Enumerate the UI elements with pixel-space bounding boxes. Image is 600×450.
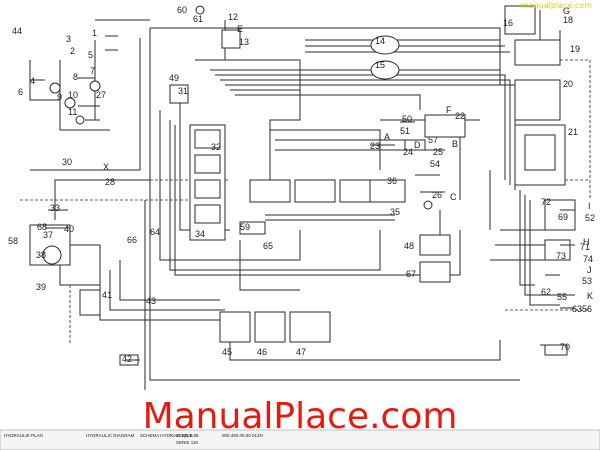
label-lF: F bbox=[446, 105, 452, 115]
title-block: HYDRAULIK PLAN HYDRAULIC DIAGRAM SCHEMA … bbox=[0, 429, 600, 450]
label-n33: 33 bbox=[50, 203, 60, 213]
title-block-line-6: 000.480.00.00.012N bbox=[222, 433, 263, 438]
label-n24: 24 bbox=[403, 147, 413, 157]
label-n45: 45 bbox=[222, 347, 232, 357]
label-n65: 65 bbox=[263, 241, 273, 251]
part-number-labels: 1 2 3 4 5 6 7 8 9 10 11 12 13 14 15 16 1… bbox=[8, 5, 595, 364]
label-lX: X bbox=[103, 162, 109, 172]
label-n10: 10 bbox=[68, 90, 78, 100]
label-n55: 55 bbox=[557, 292, 567, 302]
label-n28: 28 bbox=[105, 177, 115, 187]
label-n59: 59 bbox=[240, 222, 250, 232]
label-n38: 38 bbox=[36, 250, 46, 260]
label-n37: 37 bbox=[43, 230, 53, 240]
label-n73: 73 bbox=[556, 251, 566, 261]
label-n54: 54 bbox=[430, 159, 440, 169]
label-lC: C bbox=[450, 192, 457, 202]
label-n52: 52 bbox=[585, 213, 595, 223]
label-n6: 6 bbox=[18, 87, 23, 97]
label-n58: 58 bbox=[8, 236, 18, 246]
label-n9: 9 bbox=[57, 92, 62, 102]
label-n61: 61 bbox=[193, 14, 203, 24]
label-n22: 22 bbox=[455, 111, 465, 121]
label-n15: 15 bbox=[375, 60, 385, 70]
title-block-line-2: HYDRAULIC DIAGRAM bbox=[86, 433, 135, 438]
watermark-top: manualplace.com bbox=[520, 1, 592, 10]
label-n41: 41 bbox=[102, 290, 112, 300]
label-n8: 8 bbox=[73, 72, 78, 82]
label-n11: 11 bbox=[68, 107, 77, 117]
label-n50: 50 bbox=[402, 114, 412, 124]
label-n44: 44 bbox=[12, 26, 22, 36]
label-n56: 56 bbox=[582, 304, 592, 314]
label-lK: K bbox=[587, 291, 593, 301]
label-n20: 20 bbox=[563, 79, 573, 89]
label-n39: 39 bbox=[36, 282, 46, 292]
label-lE: E bbox=[237, 24, 243, 34]
watermark: ManualPlace.com bbox=[142, 396, 458, 437]
label-n48: 48 bbox=[404, 241, 414, 251]
label-n42: 42 bbox=[122, 354, 132, 364]
label-n7: 7 bbox=[90, 66, 95, 76]
label-n57: 57 bbox=[428, 135, 438, 145]
label-lB: B bbox=[452, 139, 458, 149]
label-n66: 66 bbox=[127, 235, 137, 245]
label-lA: A bbox=[384, 132, 390, 142]
label-lH: H bbox=[583, 237, 590, 247]
label-n68: 68 bbox=[37, 222, 47, 232]
title-block-line-5: SERIE 116 bbox=[176, 440, 198, 445]
label-n72: 72 bbox=[541, 197, 551, 207]
label-n18: 18 bbox=[563, 15, 573, 25]
label-n26: 26 bbox=[432, 190, 442, 200]
label-n67: 67 bbox=[406, 269, 416, 279]
label-n30: 30 bbox=[62, 157, 72, 167]
title-block-line-1: HYDRAULIK PLAN bbox=[4, 433, 43, 438]
label-n23: 23 bbox=[370, 141, 380, 151]
title-block-line-4: 47285 1.85 bbox=[176, 433, 199, 438]
label-n4: 4 bbox=[30, 76, 35, 86]
label-n35: 35 bbox=[390, 207, 400, 217]
label-n5: 5 bbox=[88, 50, 93, 60]
label-n63: 63 bbox=[572, 304, 582, 314]
label-n46: 46 bbox=[257, 347, 267, 357]
label-lD: D bbox=[414, 140, 421, 150]
label-n14: 14 bbox=[375, 36, 385, 46]
label-lG: G bbox=[563, 6, 570, 16]
label-n43: 43 bbox=[146, 296, 156, 306]
label-n49: 49 bbox=[169, 73, 179, 83]
title-block-line-3: SCHEMA HYDRAULIQUE bbox=[140, 433, 193, 438]
label-n51: 51 bbox=[400, 126, 410, 136]
label-n16: 16 bbox=[503, 18, 513, 28]
label-n71: 71 bbox=[580, 242, 590, 252]
label-n31: 31 bbox=[178, 86, 188, 96]
label-n2: 2 bbox=[70, 46, 75, 56]
label-n62: 62 bbox=[541, 287, 551, 297]
label-n47: 47 bbox=[296, 347, 306, 357]
label-n27: 27 bbox=[96, 90, 106, 100]
label-n74: 74 bbox=[583, 254, 593, 264]
label-n36: 36 bbox=[387, 176, 397, 186]
label-n13: 13 bbox=[239, 37, 249, 47]
label-n53: 53 bbox=[582, 276, 592, 286]
label-n34: 34 bbox=[195, 229, 205, 239]
label-n3: 3 bbox=[66, 34, 71, 44]
label-n32: 32 bbox=[211, 142, 221, 152]
label-n70: 70 bbox=[560, 342, 570, 352]
label-n21: 21 bbox=[568, 127, 578, 137]
label-n69: 69 bbox=[558, 212, 568, 222]
label-lJ: J bbox=[587, 265, 592, 275]
label-n64: 64 bbox=[150, 227, 160, 237]
label-n1: 1 bbox=[92, 28, 97, 38]
label-n60: 60 bbox=[177, 5, 187, 15]
label-lI: I bbox=[588, 201, 591, 211]
label-n40: 40 bbox=[64, 224, 74, 234]
label-n25: 25 bbox=[433, 147, 443, 157]
label-n19: 19 bbox=[570, 44, 580, 54]
label-n12: 12 bbox=[228, 12, 238, 22]
